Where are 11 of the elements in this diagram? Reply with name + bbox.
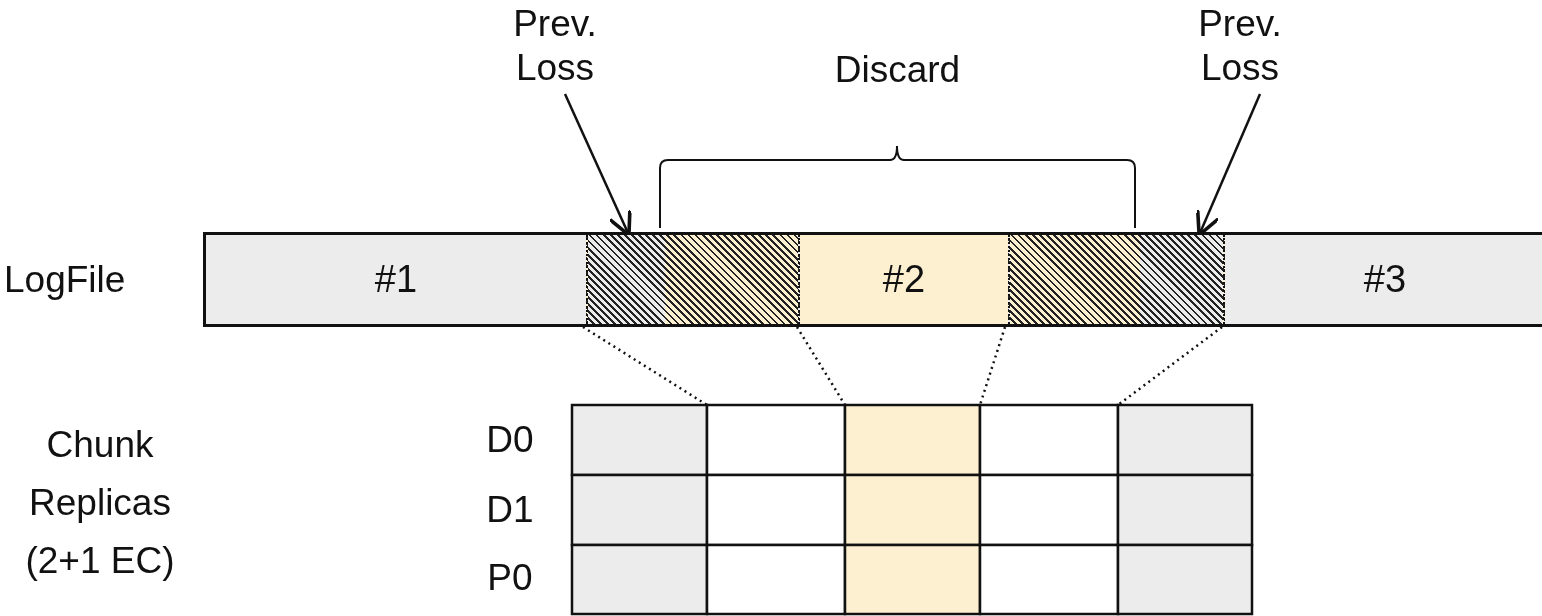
file-segment: #2 <box>800 235 1008 324</box>
hatched-segment <box>1008 235 1225 324</box>
row-label: LogFile <box>4 257 126 302</box>
row-label: D1 <box>485 488 535 532</box>
row-label: D0 <box>485 418 535 462</box>
callout-label: Prev. Loss <box>490 2 620 90</box>
row-label: P0 <box>486 556 534 600</box>
callout-label: Prev. Loss <box>1175 2 1305 90</box>
bracket-label: Discard <box>833 48 962 92</box>
hatched-segment <box>586 235 800 324</box>
row-group-label: Chunk Replicas (2+1 EC) <box>24 423 176 583</box>
